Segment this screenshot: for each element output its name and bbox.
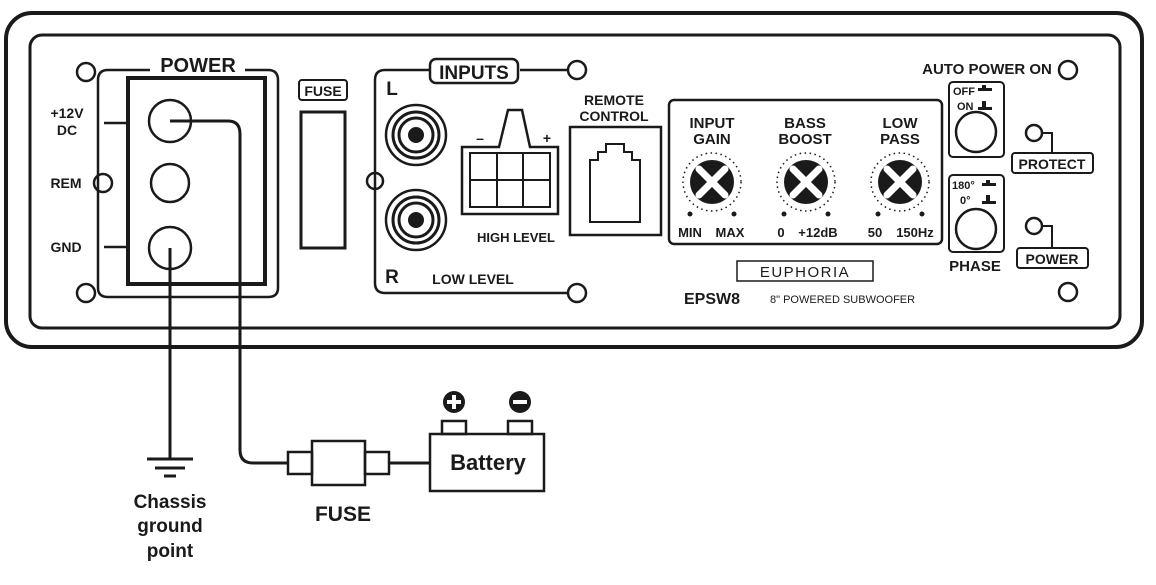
battery-label: Battery <box>450 450 527 475</box>
inline-fuse-label: FUSE <box>315 503 371 526</box>
input-gain-knob[interactable] <box>682 152 742 212</box>
low-pass-min: 50 <box>868 225 882 240</box>
power-block: POWER +12V DC REM GND <box>50 55 280 304</box>
mount-hole <box>566 282 588 304</box>
power-led: POWER <box>1016 216 1089 269</box>
high-level-minus: – <box>476 130 484 146</box>
phase-label: PHASE <box>949 258 1001 275</box>
ground-icon <box>147 457 193 478</box>
label-gnd: GND <box>50 239 81 255</box>
controls-block: INPUT GAIN BASS BOOST LOW PASS MIN <box>667 98 944 246</box>
rca-left-jack <box>384 103 448 167</box>
inputs-title: INPUTS <box>439 63 509 84</box>
chassis-ground-label-2: ground <box>137 516 202 537</box>
auto-power-indicator <box>1057 59 1079 81</box>
panel-outline <box>28 33 1122 330</box>
minus-icon <box>509 391 531 413</box>
auto-off-label: OFF <box>953 86 975 98</box>
phase-180-label: 180° <box>952 180 975 192</box>
protect-led: PROTECT <box>1011 123 1094 174</box>
input-gain-label-1: INPUT <box>690 115 735 132</box>
label-rem: REM <box>50 175 81 191</box>
brand-badge: EUPHORIA <box>736 260 874 282</box>
terminal-block <box>126 76 267 286</box>
fuse-holder: FUSE <box>298 79 348 250</box>
bass-boost-max: +12dB <box>798 225 837 240</box>
plus-icon <box>443 391 465 413</box>
rca-right-jack <box>384 188 448 252</box>
bass-boost-label-1: BASS <box>784 115 826 132</box>
bass-boost-knob[interactable] <box>776 152 836 212</box>
auto-on-label: ON <box>957 101 974 113</box>
right-channel-label: R <box>385 267 399 288</box>
phase-0-label: 0° <box>960 195 971 207</box>
remote-control-port: REMOTE CONTROL <box>568 92 663 237</box>
mount-hole <box>75 61 97 83</box>
left-channel-label: L <box>386 79 398 100</box>
phase-switch[interactable]: 180° 0° <box>948 174 1005 253</box>
bass-boost-min: 0 <box>777 225 784 240</box>
low-level-label: LOW LEVEL <box>432 271 514 287</box>
model-name: EPSW8 <box>684 291 740 308</box>
low-pass-label-1: LOW <box>883 115 919 132</box>
mount-hole <box>1057 281 1079 303</box>
remote-label-line1: REMOTE <box>584 92 644 108</box>
power-title: POWER <box>160 55 236 77</box>
mount-hole <box>75 282 97 304</box>
chassis-ground-label-1: Chassis <box>134 492 207 513</box>
positive-wire <box>170 119 288 465</box>
brand-name: EUPHORIA <box>760 264 850 281</box>
input-gain-min: MIN <box>678 225 702 240</box>
high-level-plus: + <box>543 130 551 146</box>
auto-power-on-label: AUTO POWER ON <box>922 61 1052 78</box>
input-gain-max: MAX <box>716 225 745 240</box>
battery: Battery <box>428 419 546 493</box>
bass-boost-label-2: BOOST <box>778 131 831 148</box>
mount-hole <box>566 59 588 81</box>
low-pass-max: 150Hz <box>896 225 934 240</box>
label-dc: DC <box>57 122 77 138</box>
auto-power-switch[interactable]: OFF ON <box>948 81 1005 158</box>
inline-fuse <box>286 439 391 487</box>
terminal-rem <box>149 162 191 204</box>
power-led-label: POWER <box>1026 251 1079 267</box>
chassis-ground-label-3: point <box>147 541 194 562</box>
high-level-label: HIGH LEVEL <box>477 230 555 245</box>
housing-outline <box>4 11 1144 349</box>
inputs-block: INPUTS L R LOW LEVEL – + <box>365 57 588 304</box>
model-description: 8" POWERED SUBWOOFER <box>770 294 915 306</box>
protect-label: PROTECT <box>1019 156 1086 172</box>
low-pass-label-2: PASS <box>880 131 920 148</box>
high-level-connector <box>460 108 560 216</box>
label-12v: +12V <box>50 105 84 121</box>
input-gain-label-2: GAIN <box>693 131 731 148</box>
fuse-label: FUSE <box>304 83 341 99</box>
low-pass-knob[interactable] <box>870 152 930 212</box>
remote-label-line2: CONTROL <box>579 108 649 124</box>
rem-indicator <box>92 172 114 194</box>
